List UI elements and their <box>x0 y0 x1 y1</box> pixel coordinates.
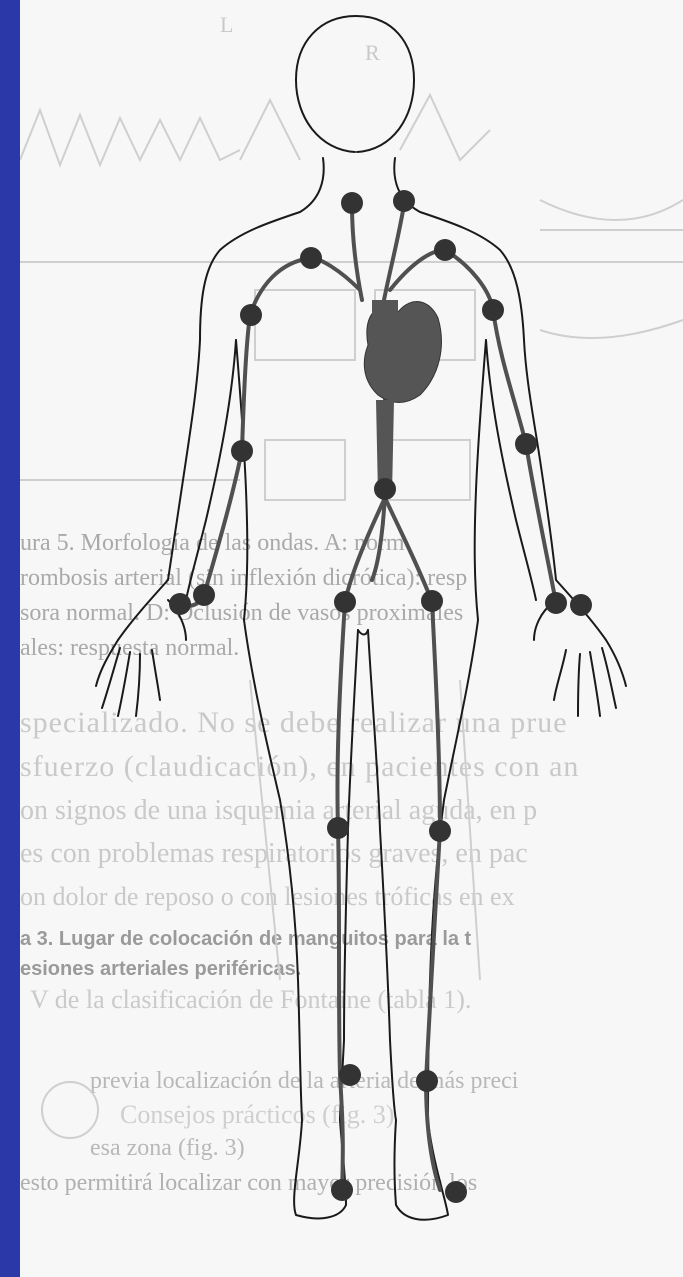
arm-artery-right <box>180 258 360 606</box>
head-outline <box>296 16 414 152</box>
pulse-point-pedal-left <box>445 1181 467 1203</box>
pulse-point-femoral-right <box>334 591 356 613</box>
body-outline <box>96 16 626 1220</box>
pulse-point-aorta <box>374 478 396 500</box>
left-leg-inner <box>368 630 396 1120</box>
pulse-point-subclavian-left <box>434 239 456 261</box>
right-arm-outline <box>96 158 324 716</box>
pulse-point-ulnar-right <box>193 584 215 606</box>
pulse-point-subclavian-right <box>300 247 322 269</box>
scanned-page: L R ura 5. Morfología de las ondas. A: n… <box>20 0 683 1277</box>
pulse-point-femoral-left <box>421 590 443 612</box>
pulse-point-carotid-right <box>341 192 363 214</box>
human-circulation-diagram <box>20 0 683 1277</box>
slide-frame-left <box>0 0 21 1277</box>
pulse-point-tibial-left <box>416 1070 438 1092</box>
pulse-point-pedal-right <box>331 1179 353 1201</box>
right-leg-outer <box>244 620 346 1218</box>
pulse-point-brachial-upper-left <box>482 299 504 321</box>
pulse-point-radial-left <box>570 594 592 616</box>
pulse-point-ulnar-left <box>545 592 567 614</box>
right-leg-inner <box>340 630 358 1120</box>
right-arm-inner <box>186 340 236 600</box>
pulse-point-brachial-elbow-left <box>515 433 537 455</box>
pulse-point-popliteal-right <box>327 817 349 839</box>
pulse-point-carotid-left <box>393 190 415 212</box>
aortic-arch <box>372 300 398 345</box>
pulse-point-popliteal-left <box>429 820 451 842</box>
pulse-point-radial-right <box>169 593 191 615</box>
pulse-point-brachial-upper-right <box>240 304 262 326</box>
crotch <box>358 630 368 635</box>
torso-left-side <box>475 340 486 620</box>
pulse-point-brachial-elbow-right <box>231 440 253 462</box>
left-arm-outline <box>394 158 626 716</box>
pulse-point-tibial-right <box>339 1064 361 1086</box>
